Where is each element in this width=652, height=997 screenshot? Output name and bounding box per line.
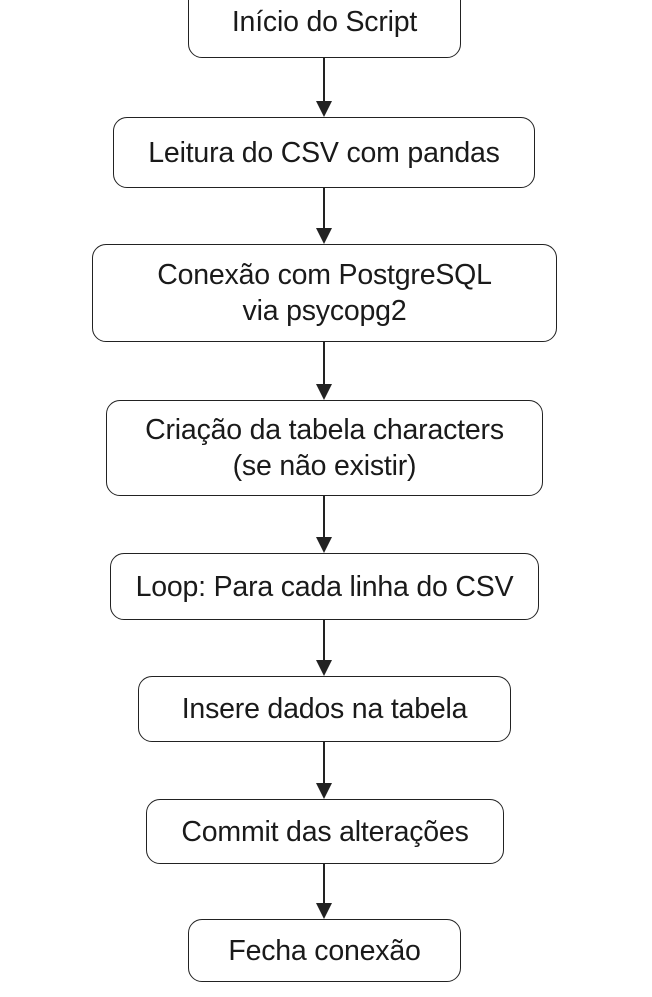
step-label: Loop: Para cada linha do CSV: [135, 570, 514, 603]
step-label: Fecha conexão: [228, 934, 421, 967]
step-label: Insere dados na tabela: [181, 693, 468, 725]
step-label: Conexão com PostgreSQL via psycopg2: [157, 259, 492, 327]
step-label: Criação da tabela characters (se não exi…: [145, 414, 504, 482]
arrow-down: [314, 58, 334, 117]
step-connect-postgresql: Conexão com PostgreSQL via psycopg2: [92, 244, 557, 342]
step-read-csv: Leitura do CSV com pandas: [113, 117, 535, 188]
arrow-down: [314, 188, 334, 244]
arrow-down: [314, 496, 334, 553]
step-insert-data: Insere dados na tabela: [138, 676, 511, 742]
step-label: Início do Script: [231, 6, 418, 38]
step-label: Leitura do CSV com pandas: [148, 136, 500, 169]
arrow-down: [314, 864, 334, 919]
step-create-table: Criação da tabela characters (se não exi…: [106, 400, 543, 496]
step-label: Commit das alterações: [181, 815, 469, 848]
arrow-down: [314, 742, 334, 799]
arrow-down: [314, 620, 334, 676]
step-commit-changes: Commit das alterações: [146, 799, 504, 864]
step-start-script: Início do Script: [188, 0, 461, 58]
step-loop-rows: Loop: Para cada linha do CSV: [110, 553, 539, 620]
step-close-connection: Fecha conexão: [188, 919, 461, 982]
arrow-down: [314, 342, 334, 400]
